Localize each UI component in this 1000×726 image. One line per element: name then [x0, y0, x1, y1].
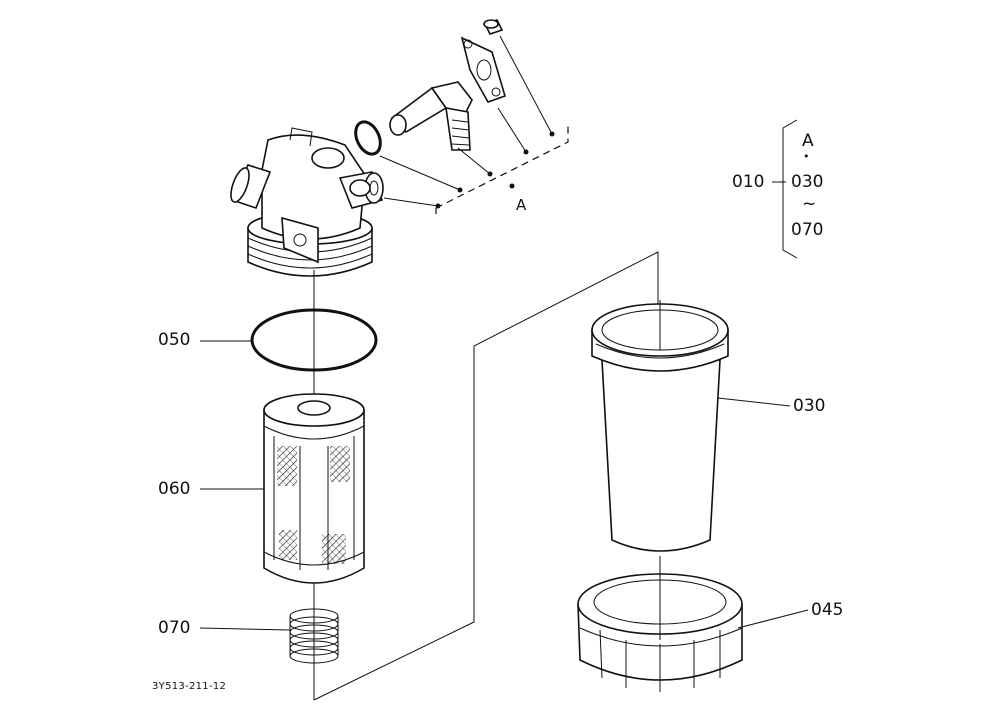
group-end: 070 — [791, 220, 824, 240]
drawing-number: 3Y513-211-12 — [152, 681, 227, 692]
label-030: 030 — [793, 396, 826, 416]
filter-head — [230, 127, 384, 277]
spring — [289, 608, 339, 664]
small-o-ring — [354, 120, 382, 156]
group-dot: • — [803, 150, 810, 163]
group-start: 030 — [791, 172, 824, 192]
ring-nut — [577, 573, 743, 692]
label-010: 010 — [732, 172, 765, 192]
fuel-cock — [389, 81, 473, 151]
label-060: 060 — [158, 479, 191, 499]
callout-a: A — [516, 196, 527, 214]
group-tilde: ~ — [802, 194, 817, 214]
screw — [483, 19, 504, 35]
label-045: 045 — [811, 600, 844, 620]
label-070: 070 — [158, 618, 191, 638]
group-reference-bracket — [772, 119, 798, 259]
filter-element — [263, 393, 365, 584]
gasket-plate — [460, 36, 506, 103]
filter-cup — [591, 303, 729, 552]
subassembly-a-bracket — [379, 35, 569, 214]
label-050: 050 — [158, 330, 191, 350]
group-a-label: A — [802, 131, 814, 151]
large-o-ring — [250, 308, 378, 372]
